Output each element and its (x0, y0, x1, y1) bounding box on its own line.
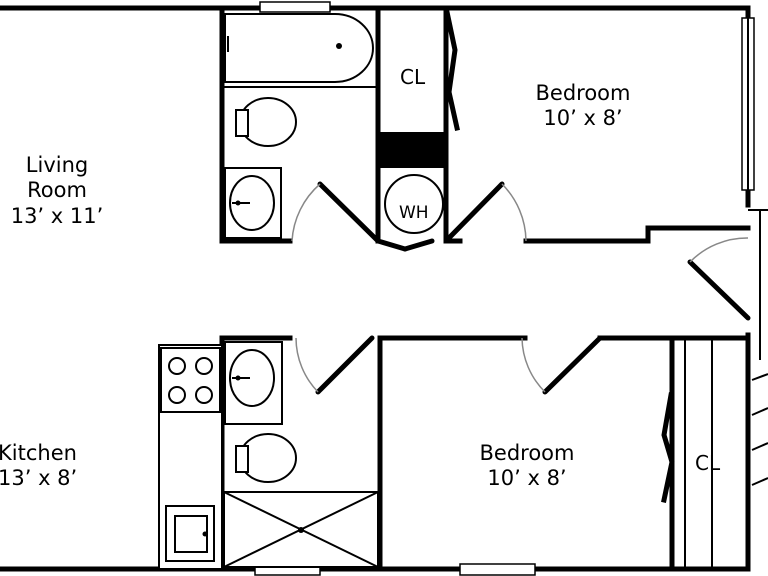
shelf-block (380, 132, 446, 168)
shower-drain (298, 527, 304, 533)
top-bathroom (222, 13, 378, 239)
top-closet: CL WH (380, 9, 460, 234)
kitchen-sink (174, 515, 208, 553)
kitchen (158, 344, 223, 570)
living-room-size: 13’ x 11’ (11, 204, 104, 228)
door-wh-right[interactable] (402, 238, 435, 252)
toilet-tank-bottom (235, 445, 249, 473)
kitchen-size: 13’ x 8’ (0, 466, 77, 490)
door-top-bath[interactable] (317, 181, 381, 244)
bathtub (224, 13, 374, 83)
sink-top (229, 175, 275, 231)
bedroom-top-size: 10’ x 8’ (543, 106, 622, 130)
window-bedroom-bottom (459, 563, 536, 576)
toilet-tank-top (235, 109, 249, 137)
closet-door-top (444, 9, 460, 131)
door-bedroom-bottom[interactable] (542, 335, 603, 395)
stove (160, 347, 221, 413)
bottom-bathroom (223, 341, 379, 568)
bedroom-bottom-size: 10’ x 8’ (487, 466, 566, 490)
outer-walls (0, 5, 751, 572)
entry-door (687, 209, 768, 360)
top-doors (291, 181, 527, 252)
bedroom-top-name: Bedroom (536, 81, 631, 105)
closet-door-bottom (661, 392, 675, 503)
bottom-closet: CL (661, 340, 721, 567)
bottom-doors (295, 335, 603, 395)
door-entry[interactable] (687, 259, 751, 321)
window-top-bath (259, 1, 331, 13)
door-bottom-bath[interactable] (315, 335, 375, 395)
sink-bottom (229, 349, 275, 407)
door-bedroom-top[interactable] (443, 181, 505, 244)
bedroom-bottom-name: Bedroom (480, 441, 575, 465)
water-heater (384, 174, 444, 234)
water-heater-label: WH (399, 203, 429, 223)
room-labels: Living Room 13’ x 11’ Bedroom 10’ x 8’ K… (0, 81, 630, 490)
tub-drain (336, 43, 342, 49)
stairs (751, 373, 768, 486)
living-room-name-line2: Room (27, 178, 87, 202)
kitchen-name: Kitchen (0, 441, 77, 465)
door-wh-left[interactable] (375, 238, 408, 252)
closet-label-bottom: CL (695, 451, 721, 475)
closet-label-top: CL (400, 65, 426, 89)
living-room-name-line1: Living (26, 153, 88, 177)
